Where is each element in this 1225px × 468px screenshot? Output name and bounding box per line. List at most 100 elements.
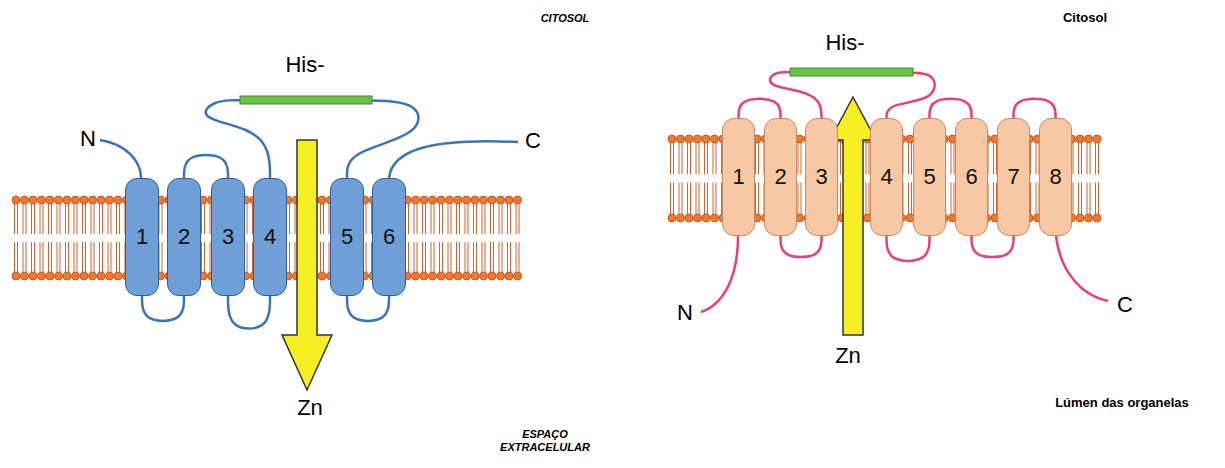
lipid-head xyxy=(46,196,54,204)
lipid-tail xyxy=(798,139,799,175)
lipid-tail xyxy=(493,200,494,234)
lipid-tail xyxy=(798,183,799,219)
lipid-tail xyxy=(713,139,714,175)
lipid-head xyxy=(80,272,88,280)
lipid-head xyxy=(1076,214,1084,222)
lipid-tail xyxy=(51,200,52,234)
lipid-tail xyxy=(507,200,508,234)
transmembrane-helix: 2 xyxy=(764,118,797,236)
lipid-head xyxy=(420,272,428,280)
lipid-tail xyxy=(476,242,477,276)
lipid-tail xyxy=(840,139,841,175)
loop-connector xyxy=(228,296,270,329)
lipid-tail xyxy=(40,242,41,276)
helix-number: 1 xyxy=(136,226,148,248)
lipid-head xyxy=(12,196,20,204)
transmembrane-helix: 2 xyxy=(167,178,201,296)
lipid-tail xyxy=(516,200,517,234)
transmembrane-helix: 6 xyxy=(955,118,988,236)
lipid-tail xyxy=(119,200,120,234)
loop-connector xyxy=(770,72,935,118)
lipid-tail xyxy=(516,242,517,276)
lipid-tail xyxy=(31,200,32,234)
lipid-tail xyxy=(499,242,500,276)
lipid-head xyxy=(505,272,513,280)
lipid-head xyxy=(454,272,462,280)
lipid-tail xyxy=(716,183,717,219)
lipid-tail xyxy=(1095,183,1096,219)
lipid-tail xyxy=(320,242,321,276)
lipid-head xyxy=(106,272,114,280)
lipid-head xyxy=(514,196,522,204)
lipid-head xyxy=(446,272,454,280)
lipid-tail xyxy=(68,200,69,234)
compartment-label: CITOSOL xyxy=(541,12,590,25)
transmembrane-helix: 3 xyxy=(211,178,245,296)
lipid-tail xyxy=(99,200,100,234)
lipid-tail xyxy=(17,242,18,276)
lipid-tail xyxy=(679,139,680,175)
lipid-tail xyxy=(713,183,714,219)
lipid-tail xyxy=(295,242,296,276)
lipid-tail xyxy=(1087,139,1088,175)
ion-label: Zn xyxy=(297,395,323,421)
lipid-tail xyxy=(31,242,32,276)
lipid-tail xyxy=(204,200,205,234)
helix-number: 5 xyxy=(341,226,353,248)
lipid-head xyxy=(437,196,445,204)
lipid-tail xyxy=(77,200,78,234)
transmembrane-helix: 1 xyxy=(722,118,755,236)
lipid-tail xyxy=(951,139,952,175)
lipid-tail xyxy=(687,183,688,219)
lipid-head xyxy=(89,272,97,280)
lipid-tail xyxy=(43,242,44,276)
lipid-tail xyxy=(82,200,83,234)
loop-connector xyxy=(142,296,184,321)
lipid-head xyxy=(412,272,420,280)
loop-connector xyxy=(887,236,930,261)
lipid-tail xyxy=(866,139,867,175)
lipid-tail xyxy=(690,183,691,219)
lipid-tail xyxy=(74,200,75,234)
lipid-head xyxy=(63,196,71,204)
lipid-head xyxy=(480,272,488,280)
lipid-tail xyxy=(451,200,452,234)
lipid-tail xyxy=(65,200,66,234)
lipid-tail xyxy=(77,242,78,276)
histidine-rich-segment xyxy=(240,96,372,104)
transmembrane-helix: 3 xyxy=(805,118,838,236)
lipid-tail xyxy=(26,242,27,276)
lipid-tail xyxy=(1030,183,1031,219)
lipid-tail xyxy=(417,200,418,234)
ion-label: Zn xyxy=(835,343,861,369)
lipid-head xyxy=(318,272,326,280)
lipid-head xyxy=(446,196,454,204)
lipid-tail xyxy=(908,183,909,219)
helix-number: 5 xyxy=(923,166,935,188)
lipid-tail xyxy=(201,242,202,276)
lipid-tail xyxy=(493,242,494,276)
lipid-tail xyxy=(204,242,205,276)
lipid-tail xyxy=(448,200,449,234)
lipid-head xyxy=(29,272,37,280)
lipid-tail xyxy=(682,139,683,175)
lipid-tail xyxy=(519,242,520,276)
n-terminus-tail xyxy=(100,140,141,178)
lipid-tail xyxy=(510,242,511,276)
lipid-tail xyxy=(704,139,705,175)
lipid-tail xyxy=(482,200,483,234)
lipid-tail xyxy=(456,242,457,276)
lipid-head xyxy=(454,196,462,204)
lipid-tail xyxy=(1098,183,1099,219)
lipid-tail xyxy=(43,200,44,234)
compartment-label: Lúmen das organelas xyxy=(1055,395,1189,411)
transmembrane-helix: 7 xyxy=(997,118,1030,236)
lipid-tail xyxy=(91,242,92,276)
lipid-tail xyxy=(408,200,409,234)
lipid-head xyxy=(677,214,685,222)
lipid-tail xyxy=(451,242,452,276)
lipid-head xyxy=(463,196,471,204)
lipid-head xyxy=(668,135,676,143)
helix-number: 4 xyxy=(264,226,276,248)
lipid-tail xyxy=(434,200,435,234)
